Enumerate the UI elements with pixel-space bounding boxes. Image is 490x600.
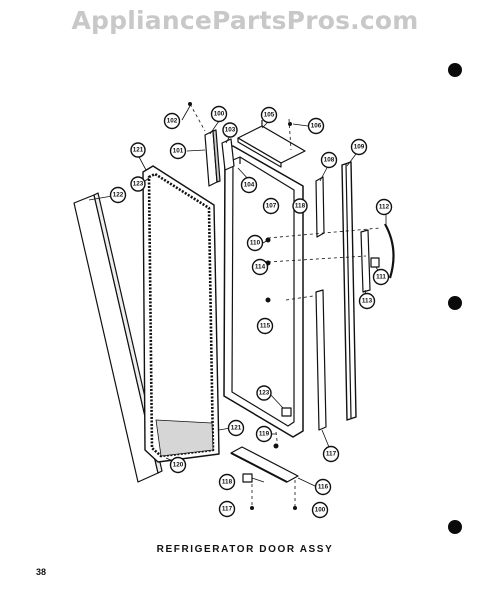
callout-label: 103 bbox=[225, 127, 236, 134]
callout-label: 104 bbox=[244, 182, 255, 189]
callout-label: 118 bbox=[295, 203, 306, 210]
top-cap bbox=[237, 120, 306, 168]
callout-label: 100 bbox=[214, 111, 225, 118]
callout-113: 113 bbox=[358, 292, 376, 310]
callout-label: 110 bbox=[250, 240, 261, 247]
assembly-leader-lines bbox=[189, 103, 381, 508]
callout-123b: 123 bbox=[130, 176, 146, 192]
screw-115 bbox=[265, 297, 271, 303]
binder-hole-bottom bbox=[448, 520, 462, 534]
callout-label: 116 bbox=[318, 484, 329, 491]
door-gasket-frame bbox=[142, 165, 220, 463]
side-rail bbox=[341, 161, 357, 421]
callout-label: 123 bbox=[259, 390, 270, 397]
callout-120: 120 bbox=[169, 456, 187, 474]
callout-label: 102 bbox=[167, 118, 178, 125]
callout-104: 104 bbox=[240, 176, 258, 194]
callout-112: 112 bbox=[375, 198, 393, 216]
binder-hole-middle bbox=[448, 296, 462, 310]
screw-119 bbox=[273, 443, 279, 449]
callout-121b: 121 bbox=[130, 142, 146, 158]
screw-106 bbox=[288, 122, 292, 126]
callout-label: 111 bbox=[376, 274, 386, 281]
callout-116: 116 bbox=[314, 478, 332, 496]
callout-label: 100 bbox=[315, 507, 326, 514]
page-number: 38 bbox=[36, 567, 47, 577]
callout-label: 113 bbox=[362, 298, 373, 305]
screw-117 bbox=[250, 506, 254, 510]
callout-label: 117 bbox=[326, 451, 337, 458]
handle-bracket bbox=[360, 229, 380, 293]
liner-clip bbox=[281, 407, 292, 417]
callout-label: 119 bbox=[259, 431, 270, 438]
bottom-cap bbox=[230, 446, 299, 483]
callout-label: 122 bbox=[113, 192, 124, 199]
callout-label: 114 bbox=[255, 264, 266, 271]
callout-label: 105 bbox=[264, 112, 275, 119]
callout-100: 100 bbox=[210, 105, 228, 123]
callout-label: 121 bbox=[231, 425, 242, 432]
screw-102 bbox=[188, 102, 192, 106]
inner-door-liner bbox=[223, 145, 304, 438]
callout-100b: 100 bbox=[311, 501, 329, 519]
callout-118: 118 bbox=[218, 473, 236, 491]
diagram-caption: REFRIGERATOR DOOR ASSY bbox=[156, 544, 334, 555]
callout-101: 101 bbox=[169, 142, 187, 160]
callout-117: 117 bbox=[322, 445, 340, 463]
callout-102: 102 bbox=[163, 112, 181, 130]
screw-100 bbox=[293, 506, 297, 510]
callout-103: 103 bbox=[222, 122, 238, 138]
callout-label: 117 bbox=[222, 506, 233, 513]
callout-label: 112 bbox=[379, 204, 390, 211]
callout-label: 118 bbox=[222, 479, 233, 486]
callout-label: 120 bbox=[173, 462, 184, 469]
callout-111: 111 bbox=[372, 268, 390, 286]
part-callouts: 102 101 100 103 105 106 104 107 108 109 … bbox=[109, 105, 393, 519]
top-hinge bbox=[221, 138, 235, 171]
callout-label: 108 bbox=[324, 157, 335, 164]
callout-label: 115 bbox=[260, 323, 271, 330]
callout-119: 119 bbox=[255, 425, 273, 443]
callout-121: 121 bbox=[227, 419, 245, 437]
door-handle bbox=[384, 223, 395, 279]
callout-label: 101 bbox=[173, 148, 184, 155]
screw-110 bbox=[265, 237, 271, 243]
callout-115: 115 bbox=[256, 317, 274, 335]
callout-label: 121 bbox=[133, 147, 144, 154]
callout-label: 123 bbox=[133, 181, 144, 188]
callout-107: 107 bbox=[262, 197, 280, 215]
callout-106: 106 bbox=[307, 117, 325, 135]
side-trim-strips bbox=[315, 176, 327, 431]
callout-label: 107 bbox=[266, 203, 277, 210]
binder-hole-top bbox=[448, 63, 462, 77]
callout-117b: 117 bbox=[218, 500, 236, 518]
callout-105: 105 bbox=[260, 106, 278, 124]
callout-109: 109 bbox=[350, 138, 368, 156]
callout-118b: 118 bbox=[292, 198, 308, 214]
bottom-hinge-block bbox=[242, 473, 253, 483]
callout-122: 122 bbox=[109, 186, 127, 204]
callout-108: 108 bbox=[320, 151, 338, 169]
callout-label: 109 bbox=[354, 144, 365, 151]
callout-110: 110 bbox=[246, 234, 264, 252]
fasteners bbox=[188, 102, 297, 510]
callout-label: 106 bbox=[311, 123, 322, 130]
watermark: AppliancePartsPros.com bbox=[71, 6, 419, 35]
callout-114: 114 bbox=[251, 258, 269, 276]
callout-123: 123 bbox=[256, 385, 272, 401]
hinge-bracket bbox=[204, 129, 221, 187]
